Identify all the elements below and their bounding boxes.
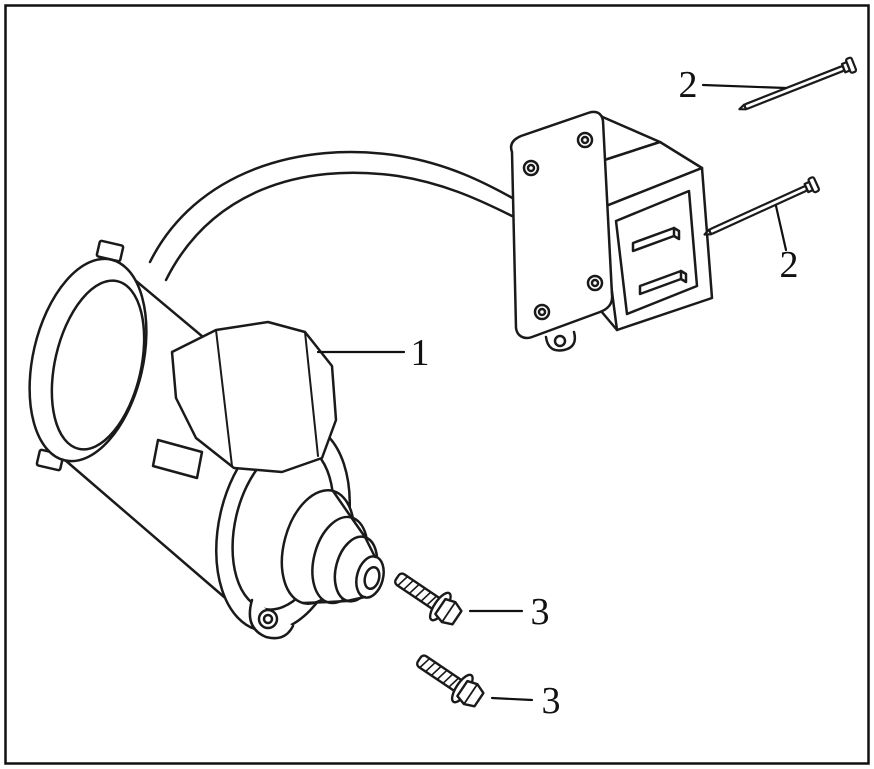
- callout-label-3-top: 3: [531, 591, 550, 633]
- terminal-blade-1: [631, 226, 681, 253]
- motor-drive-end: [280, 489, 385, 605]
- starter-motor-illustration: [28, 239, 385, 640]
- relay-mounting-holes: [522, 131, 604, 321]
- terminal-blade-2: [638, 269, 688, 296]
- cable-illustration: [148, 150, 518, 282]
- callout-label-2-bottom: 2: [780, 244, 799, 286]
- leader-line-2a: [701, 83, 788, 90]
- flange-bolt-2: [415, 654, 485, 708]
- motor-clamp-block: [151, 438, 204, 480]
- figure-border: [4, 4, 870, 765]
- callout-label-2-top: 2: [679, 64, 698, 106]
- callout-label-1: 1: [411, 332, 430, 374]
- callout-leader-lines: [316, 83, 788, 702]
- leader-line-2b: [774, 204, 788, 252]
- motor-rear-cap: [28, 257, 148, 463]
- relay-mounting-plate: [509, 110, 614, 340]
- relay-box-illustration: [509, 110, 714, 352]
- callout-label-3-bottom: 3: [542, 680, 561, 722]
- motor-top-bracket: [170, 320, 338, 474]
- motor-mounting-ear: [248, 598, 295, 640]
- flange-bolt-1: [393, 572, 463, 626]
- long-bolt-1: [738, 56, 858, 111]
- leader-line-3b: [490, 696, 534, 702]
- long-bolt-2: [703, 176, 821, 236]
